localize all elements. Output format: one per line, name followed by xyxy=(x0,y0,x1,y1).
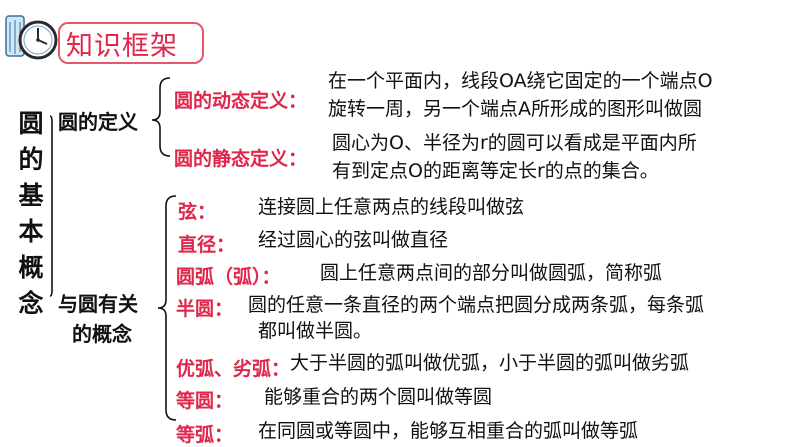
term-equal-arcs: 等弧： xyxy=(176,424,234,446)
text-major-minor-arc: 大于半圆的弧叫做优弧，小于半圆的弧叫做劣弧 xyxy=(290,352,690,374)
branch-related-line1: 与圆有关 xyxy=(58,292,138,316)
term-diameter: 直径： xyxy=(178,234,236,256)
branch-related-line2: 的概念 xyxy=(72,322,132,346)
text-semicircle-line2: 都叫做半圆。 xyxy=(258,320,373,342)
main-topic: 圆的基本概念 xyxy=(18,109,44,318)
clock-icon xyxy=(5,15,58,60)
term-arc: 圆弧（弧）： xyxy=(176,266,281,288)
term-major-minor-arc: 优弧、劣弧： xyxy=(176,358,291,380)
text-static-definition-line2: 有到定点O的距离等定长r的点的集合。 xyxy=(332,160,659,182)
branch-definition: 圆的定义 xyxy=(58,110,138,134)
text-dynamic-definition-line2: 旋转一周，另一个端点A所形成的图形叫做圆 xyxy=(328,98,702,120)
text-equal-arcs: 在同圆或等圆中，能够互相重合的弧叫做等弧 xyxy=(258,420,639,442)
term-chord: 弦： xyxy=(178,201,217,223)
section-title: 知识框架 xyxy=(66,31,178,62)
text-arc: 圆上任意两点间的部分叫做圆弧，简称弧 xyxy=(320,262,663,284)
term-dynamic-definition: 圆的动态定义： xyxy=(174,90,308,112)
text-static-definition-line1: 圆心为O、半径为r的圆可以看成是平面内所 xyxy=(332,132,697,154)
text-semicircle-line1: 圆的任意一条直径的两个端点把圆分成两条弧，每条弧 xyxy=(248,294,705,316)
text-chord: 连接圆上任意两点的线段叫做弦 xyxy=(258,196,525,218)
term-static-definition: 圆的静态定义： xyxy=(174,148,308,170)
term-semicircle: 半圆： xyxy=(176,298,234,320)
section-title-frame xyxy=(58,22,204,64)
text-dynamic-definition-line1: 在一个平面内，线段OA绕它固定的一个端点O xyxy=(328,70,713,92)
term-equal-circles: 等圆： xyxy=(176,390,234,412)
text-equal-circles: 能够重合的两个圆叫做等圆 xyxy=(264,386,493,408)
text-diameter: 经过圆心的弦叫做直径 xyxy=(258,229,449,251)
